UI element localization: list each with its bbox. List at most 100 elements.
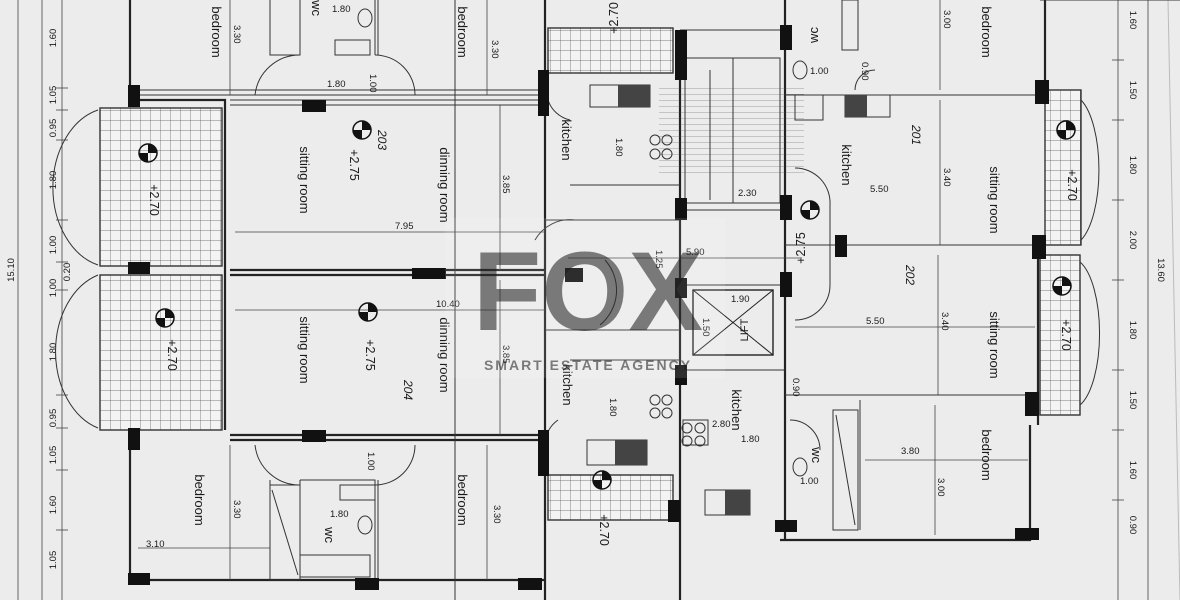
right-dimension-rulers: 1.60 1.50 1.80 2.00 1.80 1.50 1.60 0.90 …	[1112, 0, 1166, 600]
room-dinning-204: dinning room	[437, 317, 452, 392]
dim-right-150b: 1.50	[1127, 391, 1138, 410]
dim-right-200: 2.00	[1127, 231, 1138, 250]
dim-340-top: 3.40	[941, 168, 952, 187]
dim-330-top-left: 3.30	[231, 25, 242, 44]
dim-180-kitchen-bottom: 1.80	[607, 398, 618, 417]
dim-590: 5.90	[686, 247, 705, 258]
apartment-203: 203	[375, 129, 389, 150]
level-kitchen-bottom: +2.70	[597, 514, 611, 546]
dim-left-160b: 1.60	[48, 496, 59, 515]
dim-090-right-wc: 0.90	[790, 378, 801, 397]
room-kitchen-203: kitchen	[559, 119, 574, 160]
dim-1040: 10.40	[436, 299, 460, 310]
balcony-arc-201	[1080, 99, 1100, 241]
dim-330-bottom-left: 3.30	[231, 500, 242, 519]
dim-left-105a: 1.05	[48, 86, 59, 105]
balcony-202	[1039, 254, 1081, 416]
level-sitting-204: +2.75	[363, 339, 377, 371]
watermark-brand: FOX	[473, 229, 703, 354]
dim-left-100b: 1.00	[48, 279, 59, 298]
room-bedroom-top-left: bedroom	[209, 6, 224, 57]
level-marker-icon	[352, 120, 372, 140]
dim-180-corridor-top: 1.80	[327, 79, 346, 90]
room-lift: LIFT	[739, 318, 751, 341]
apartment-202: 202	[903, 264, 917, 285]
room-wc-bottom-left: wc	[322, 526, 337, 543]
balconies	[52, 27, 1101, 521]
room-bedroom-bottom-right: bedroom	[979, 429, 994, 480]
dim-330-top-mid: 3.30	[489, 40, 500, 59]
dim-left-095a: 0.95	[48, 119, 59, 138]
dim-300-top-right: 3.00	[941, 10, 952, 29]
dim-550-top: 5.50	[870, 184, 889, 195]
dim-right-090: 0.90	[1127, 516, 1138, 535]
kitchen-balcony-top	[547, 27, 674, 74]
balcony-arc-202	[1079, 261, 1101, 406]
level-balcony-202: +2.70	[1059, 319, 1073, 351]
dim-300-bottom-right: 3.00	[935, 478, 946, 497]
room-kitchen-201: kitchen	[839, 144, 854, 185]
room-labels: bedroom bedroom wc sitting room dinning …	[192, 0, 1002, 543]
room-sitting-202: sitting room	[987, 311, 1002, 378]
dim-310: 3.10	[146, 539, 165, 550]
dim-100-top: 1.00	[367, 74, 378, 93]
dim-left-020: 0.20	[62, 263, 73, 282]
dim-190: 1.90	[731, 294, 750, 305]
dim-550-bottom: 5.50	[866, 316, 885, 327]
dim-right-180b: 1.80	[1127, 321, 1138, 340]
level-marker-icon	[358, 302, 378, 322]
dim-180-wc-top: 1.80	[332, 4, 351, 15]
room-wc-top-left: wc	[309, 0, 324, 16]
balcony-203	[99, 107, 223, 267]
dim-385-bottom: 3.85	[500, 345, 511, 364]
room-bedroom-bottom-left: bedroom	[192, 474, 207, 525]
lift-shaft	[692, 289, 774, 356]
dim-330-bottom-mid: 3.30	[491, 505, 502, 524]
level-marker-icon	[138, 143, 158, 163]
dim-230: 2.30	[738, 188, 757, 199]
dim-180-right-kitchen: 1.80	[741, 434, 760, 445]
dim-380: 3.80	[901, 446, 920, 457]
stairwell	[659, 57, 804, 204]
dim-left-1510: 15.10	[6, 258, 17, 282]
level-balcony-204: +2.70	[165, 339, 179, 371]
apartment-numbers: 201 202 203 204	[375, 124, 923, 400]
dim-right-160a: 1.60	[1127, 11, 1138, 30]
dim-100-bottom-wc: 1.00	[365, 452, 376, 471]
dim-280: 2.80	[712, 419, 731, 430]
room-sitting-204: sitting room	[297, 316, 312, 383]
level-sitting-203: +2.75	[347, 149, 361, 181]
level-marker-icon	[800, 200, 820, 220]
dim-180-kitchen-top: 1.80	[613, 138, 624, 157]
dim-150-lift: 1.50	[700, 318, 711, 337]
room-sitting-203a: sitting room	[297, 146, 312, 213]
dim-left-095b: 0.95	[48, 409, 59, 428]
dim-left-100a: 1.00	[48, 236, 59, 255]
room-bedroom-top-right: bedroom	[979, 6, 994, 57]
dim-left-105b: 1.05	[48, 446, 59, 465]
level-balcony-201: +2.70	[1065, 169, 1079, 201]
dim-100-right-wc-bottom: 1.00	[800, 476, 819, 487]
dim-385-top: 3.85	[500, 175, 511, 194]
fixtures	[269, 0, 891, 581]
interior-dimension-lines	[138, 0, 1035, 580]
room-dinning-203: dinning room	[437, 147, 452, 222]
level-marker-icon	[155, 308, 175, 328]
room-sitting-201: sitting room	[987, 166, 1002, 233]
dim-125: 1.25	[653, 250, 664, 269]
dim-right-150a: 1.50	[1127, 81, 1138, 100]
level-marker-icon	[1056, 120, 1076, 140]
door-swings	[254, 54, 876, 486]
level-marker-icon	[1052, 276, 1072, 296]
level-corridor: +2.75	[794, 232, 808, 264]
dim-100-right-wc-top: 1.00	[810, 66, 829, 77]
dim-795: 7.95	[395, 221, 414, 232]
apartment-204: 204	[401, 379, 415, 400]
balcony-204	[99, 274, 223, 431]
watermark-tagline: SMART ESTATE AGENCY	[484, 357, 692, 373]
room-wc-bottom-right: wc	[809, 446, 824, 463]
dim-right-160b: 1.60	[1127, 461, 1138, 480]
watermark: FOX SMART ESTATE AGENCY	[445, 218, 725, 378]
dim-left-160a: 1.60	[48, 29, 59, 48]
